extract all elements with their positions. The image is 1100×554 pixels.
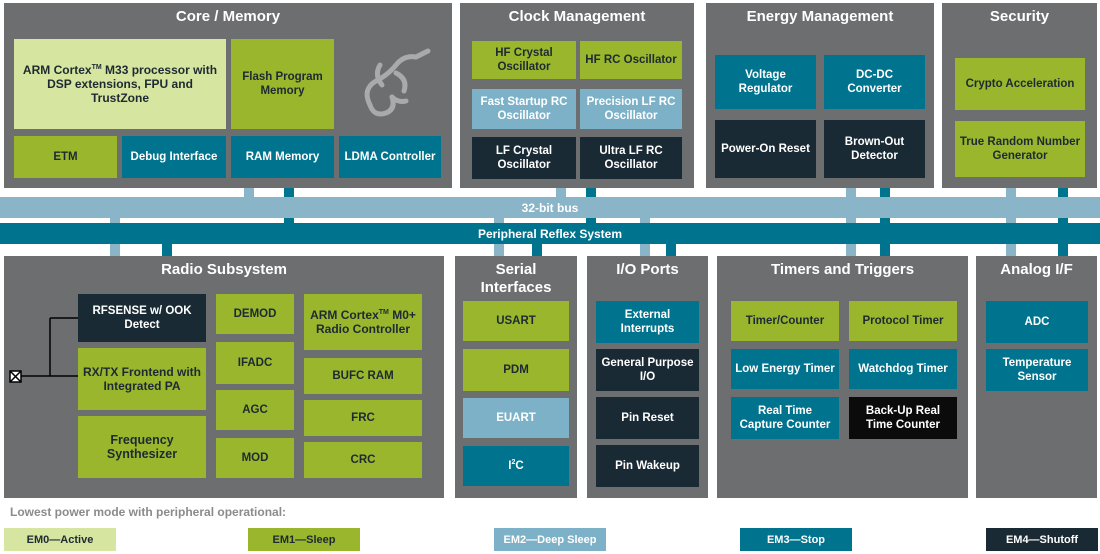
block-ram-memory: RAM Memory [231, 136, 334, 178]
panel-title: Radio Subsystem [161, 261, 287, 278]
block-adc: ADC [986, 301, 1088, 343]
panel-title: Clock Management [508, 8, 646, 25]
block-rfsense: RFSENSE w/ OOK Detect [78, 294, 206, 342]
block-crypto-acceleration: Crypto Acceleration [955, 58, 1085, 110]
block-frc: FRC [304, 400, 422, 436]
panel-title: Serial Interfaces [480, 261, 552, 296]
block-pin-wakeup: Pin Wakeup [596, 445, 699, 487]
block-power-on-reset: Power-On Reset [715, 120, 816, 178]
block-temperature-sensor: Temperature Sensor [986, 349, 1088, 391]
block-hf-rc: HF RC Oscillator [580, 41, 682, 79]
block-dcdc-converter: DC-DC Converter [824, 55, 925, 109]
block-bufc-ram: BUFC RAM [304, 358, 422, 394]
block-rtcc: Real Time Capture Counter [731, 397, 839, 439]
legend-em3: EM3—Stop [740, 528, 852, 551]
legend-caption: Lowest power mode with peripheral operat… [10, 505, 287, 519]
panel-security: Security Crypto Acceleration True Random… [942, 3, 1097, 188]
gecko-logo-icon [352, 39, 438, 125]
legend-em2: EM2—Deep Sleep [494, 528, 606, 551]
block-brown-out-detector: Brown-Out Detector [824, 120, 925, 178]
block-hf-crystal: HF Crystal Oscillator [472, 41, 576, 79]
block-crc: CRC [304, 442, 422, 478]
legend-em4: EM4—Shutoff [986, 528, 1098, 551]
block-cortex-m0-radio: ARM CortexTM M0+ Radio Controller [304, 294, 422, 350]
prs-connector [532, 244, 542, 256]
panel-core-memory: Core / Memory ARM CortexTM M33 processor… [4, 3, 452, 188]
block-lf-crystal: LF Crystal Oscillator [472, 137, 576, 179]
bus-connector [1006, 188, 1016, 200]
block-i2c: I2C [463, 446, 569, 486]
block-flash: Flash Program Memory [231, 39, 334, 129]
block-agc: AGC [216, 390, 294, 430]
bus-32bit-label: 32-bit bus [521, 200, 579, 215]
block-pdm: PDM [463, 349, 569, 391]
block-timer-counter: Timer/Counter [731, 301, 839, 341]
legend-em1: EM1—Sleep [248, 528, 360, 551]
prs-connector [880, 244, 890, 256]
block-backup-rtc: Back-Up Real Time Counter [849, 397, 957, 439]
bus-connector [244, 188, 254, 200]
bus-prs-label: Peripheral Reflex System [477, 226, 623, 241]
block-ultra-lf-rc: Ultra LF RC Oscillator [580, 137, 682, 179]
bus-connector [556, 188, 566, 200]
block-pin-reset: Pin Reset [596, 397, 699, 439]
block-external-interrupts: External Interrupts [596, 301, 699, 343]
panel-title: Security [989, 8, 1050, 25]
block-frequency-synthesizer: Frequency Synthesizer [78, 416, 206, 478]
block-voltage-regulator: Voltage Regulator [715, 55, 816, 109]
panel-title: Timers and Triggers [770, 261, 915, 278]
block-fast-startup-rc: Fast Startup RC Oscillator [472, 89, 576, 129]
block-precision-lf-rc: Precision LF RC Oscillator [580, 89, 682, 129]
block-ifadc: IFADC [216, 342, 294, 384]
block-gpio: General Purpose I/O [596, 349, 699, 391]
panel-analog-if: Analog I/F ADC Temperature Sensor [976, 256, 1097, 498]
block-watchdog-timer: Watchdog Timer [849, 349, 957, 389]
antenna-icon [9, 317, 78, 383]
block-protocol-timer: Protocol Timer [849, 301, 957, 341]
bus-prs: Peripheral Reflex System [0, 223, 1100, 244]
prs-connector [1058, 244, 1068, 256]
block-usart: USART [463, 301, 569, 341]
prs-connector [666, 244, 676, 256]
panel-io-ports: I/O Ports External Interrupts General Pu… [587, 256, 708, 498]
panel-title: Energy Management [746, 8, 894, 25]
block-true-random: True Random Number Generator [955, 121, 1085, 177]
panel-energy-management: Energy Management Voltage Regulator DC-D… [706, 3, 934, 188]
bus-connector [846, 188, 856, 200]
prs-connector [162, 244, 172, 256]
block-euart: EUART [463, 398, 569, 438]
block-rxtx-frontend: RX/TX Frontend with Integrated PA [78, 348, 206, 410]
block-low-energy-timer: Low Energy Timer [731, 349, 839, 389]
panel-title: I/O Ports [616, 261, 679, 278]
block-cortex-m33: ARM CortexTM M33 processor with DSP exte… [14, 39, 226, 129]
block-demod: DEMOD [216, 294, 294, 334]
panel-serial-interfaces: Serial Interfaces USART PDM EUART I2C [455, 256, 577, 498]
block-etm: ETM [14, 136, 117, 178]
panel-title: Core / Memory [175, 8, 281, 25]
bus-32bit: 32-bit bus [0, 197, 1100, 218]
panel-title: Analog I/F [1000, 261, 1073, 278]
panel-timers-triggers: Timers and Triggers Timer/Counter Protoc… [717, 256, 968, 498]
panel-radio-subsystem: Radio Subsystem RFSENSE w/ OOK Detect RX… [4, 256, 444, 498]
block-mod: MOD [216, 438, 294, 478]
legend-em0: EM0—Active [4, 528, 116, 551]
panel-clock-management: Clock Management HF Crystal Oscillator H… [460, 3, 694, 188]
block-debug-interface: Debug Interface [122, 136, 226, 178]
block-ldma: LDMA Controller [339, 136, 441, 178]
